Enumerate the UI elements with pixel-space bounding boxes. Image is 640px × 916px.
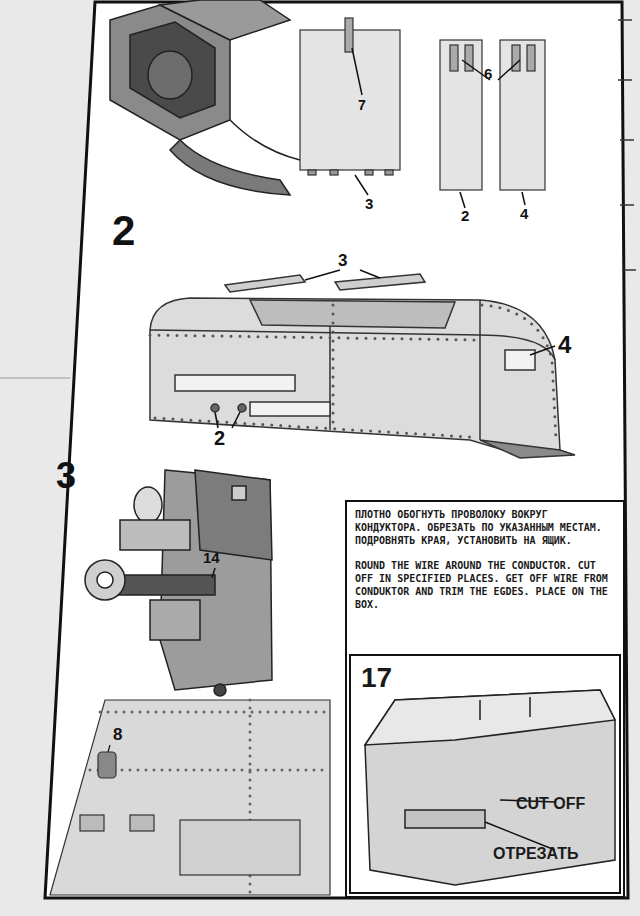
riveted-panel [50, 700, 330, 895]
callout-number: 4 [520, 206, 528, 221]
instruction-text: ROUND THE WIRE AROUND THE CONDUCTOR. CUT… [355, 559, 617, 611]
step-number: 17 [361, 664, 392, 692]
callout-number: 6 [484, 66, 492, 81]
paper-sheet [45, 2, 628, 898]
winch-assembly [85, 470, 272, 696]
cut-label: ОТРЕЗАТЬ [493, 846, 579, 862]
callout-number: 2 [461, 208, 469, 223]
callout-number: 14 [203, 550, 220, 565]
callout-number: 2 [112, 210, 135, 252]
callout-number: 2 [214, 428, 225, 448]
callout-number: 3 [365, 196, 373, 211]
bracket-part [110, 0, 300, 195]
callout-number: 3 [338, 252, 347, 269]
box-part [365, 690, 615, 885]
callout-number: 7 [358, 98, 366, 112]
fold-line [0, 378, 70, 379]
cut-label: CUT OFF [516, 796, 585, 812]
panel-parts [300, 18, 545, 208]
callout-number: 4 [558, 333, 571, 357]
margin-ticks [618, 20, 636, 270]
callout-number: 8 [113, 726, 122, 743]
note-box: ПЛОТНО ОБОГНУТЬ ПРОВОЛОКУ ВОКРУГ КОНДУКТ… [345, 500, 625, 898]
step-box: 17CUT OFF ОТРЕЗАТЬ [349, 654, 621, 894]
hood-assembly [150, 270, 575, 458]
callout-number: 3 [56, 458, 76, 494]
instruction-text: ПЛОТНО ОБОГНУТЬ ПРОВОЛОКУ ВОКРУГ КОНДУКТ… [355, 508, 617, 547]
